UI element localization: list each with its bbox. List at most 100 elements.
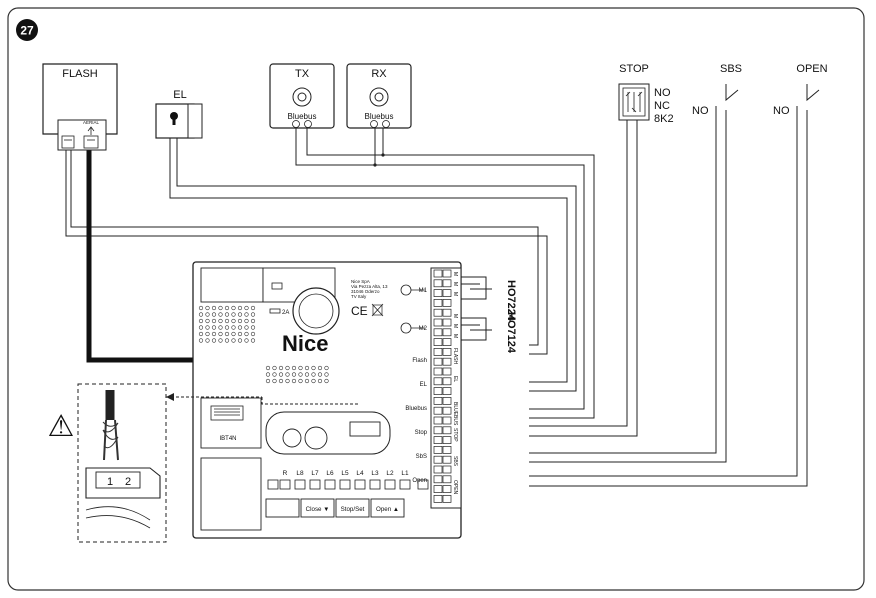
terminal-code: EL [452, 376, 458, 382]
flash-aerial-label: AERIAL [83, 120, 100, 125]
terminal-screw [433, 436, 443, 444]
open-device: OPEN NO [773, 63, 828, 118]
figure-number: 27 [20, 24, 34, 38]
terminal-code: M [452, 324, 458, 328]
terminal-screw [433, 495, 443, 503]
terminal-number-1: 1 [107, 476, 113, 488]
terminal-screw [433, 465, 443, 474]
terminal-screw [433, 299, 443, 307]
terminal-screw [433, 397, 443, 405]
flash-label: FLASH [62, 68, 98, 80]
terminal-code: STOP [452, 428, 458, 442]
terminal-screw [433, 455, 443, 464]
stop-device: STOP NO NC 8K2 [618, 63, 674, 125]
address-line-4: TV Italy [351, 294, 367, 299]
stop-option-nc: NC [654, 100, 670, 112]
led-indicator [354, 479, 366, 490]
brand-logo: Nice [282, 331, 328, 356]
terminal-screw [433, 475, 443, 484]
stop-option-8k2: 8K2 [654, 113, 674, 125]
terminal-code: FLASH [452, 348, 458, 365]
tx-label: TX [295, 68, 310, 80]
terminal-screw [433, 348, 443, 356]
rx-device: RX Bluebus [346, 63, 412, 129]
ce-mark: CE [351, 304, 368, 318]
led-indicators [267, 479, 429, 490]
led-label: L2 [386, 470, 394, 477]
unit-button[interactable] [335, 498, 370, 518]
tx-bus-label: Bluebus [288, 112, 317, 121]
terminal-code: SBS [452, 456, 458, 467]
led-indicator [294, 479, 306, 490]
address-line-3: 31046 Oderzo [351, 289, 380, 294]
led-indicator [369, 479, 381, 490]
sbs-device: SBS NO [692, 63, 742, 118]
terminal-screw [433, 269, 443, 278]
terminal-screw [433, 406, 443, 415]
led-label: R [283, 470, 288, 477]
terminal-function-label: SbS [416, 454, 427, 460]
el-device: EL [155, 89, 203, 139]
unit-button[interactable] [265, 498, 300, 518]
motor-model-2: HO7124 [505, 312, 517, 354]
led-indicator [309, 479, 321, 490]
led-indicator [324, 479, 336, 490]
flash-device: FLASH AERIAL [42, 63, 118, 151]
terminal-screw [433, 446, 443, 454]
terminal-code: BLUEBUS [452, 402, 458, 426]
terminal-screw [433, 289, 443, 297]
unit-button[interactable] [300, 498, 335, 518]
tx-device: TX Bluebus [269, 63, 335, 129]
rx-label: RX [371, 68, 387, 80]
terminal-block [433, 269, 452, 503]
terminal-code: M [452, 334, 458, 338]
terminal-number-2: 2 [125, 476, 131, 488]
terminal-screw [433, 318, 443, 327]
terminal-screw [433, 357, 443, 366]
terminal-screw [433, 279, 443, 288]
terminal-screw [433, 377, 443, 386]
address-line-1: Nice SpA [351, 279, 370, 284]
terminal-screw [433, 416, 443, 425]
terminal-code: M [452, 272, 458, 276]
vent-grid-lower [265, 365, 329, 384]
terminal-detail-inset: 1 2 ⚠ [48, 383, 360, 543]
sbs-label: SBS [720, 63, 742, 75]
terminal-function-label: EL [420, 382, 428, 388]
terminal-function-label: Bluebus [405, 406, 427, 412]
motor-model-1: HO7224 [505, 280, 517, 322]
terminal-function-label: Open [412, 478, 427, 484]
led-indicator [279, 479, 291, 490]
unit-button[interactable] [370, 498, 405, 518]
stop-label: STOP [619, 63, 649, 75]
control-unit: 2A Nice Nice SpA Via Pezza Alta, 13 3104… [192, 261, 517, 539]
rx-bus-label: Bluebus [365, 112, 394, 121]
led-label: L6 [326, 470, 334, 477]
terminal-code: OPEN [452, 480, 458, 495]
terminal-screw [433, 308, 443, 317]
terminal-code: M [452, 282, 458, 286]
terminal-function-label: Flash [412, 358, 427, 364]
led-label: L7 [311, 470, 319, 477]
terminal-screw [433, 338, 443, 346]
receiver-slot-label: IBT4N [219, 436, 236, 442]
figure-number-badge: 27 [16, 19, 38, 41]
unit-button-label: Stop/Set [341, 506, 365, 513]
terminal-function-label: M2 [419, 326, 428, 332]
terminal-screw [433, 426, 443, 435]
stop-option-no: NO [654, 87, 671, 99]
led-indicator [384, 479, 396, 490]
terminal-screw [433, 485, 443, 493]
terminal-screw [433, 367, 443, 376]
terminal-screw [433, 328, 443, 337]
led-label: L8 [296, 470, 304, 477]
terminal-function-label: Stop [415, 430, 428, 436]
unit-button-label: Close ▼ [306, 506, 330, 513]
address-line-2: Via Pezza Alta, 13 [351, 284, 388, 289]
led-label: L5 [341, 470, 349, 477]
led-indicator [339, 479, 351, 490]
terminal-code: M [452, 292, 458, 296]
